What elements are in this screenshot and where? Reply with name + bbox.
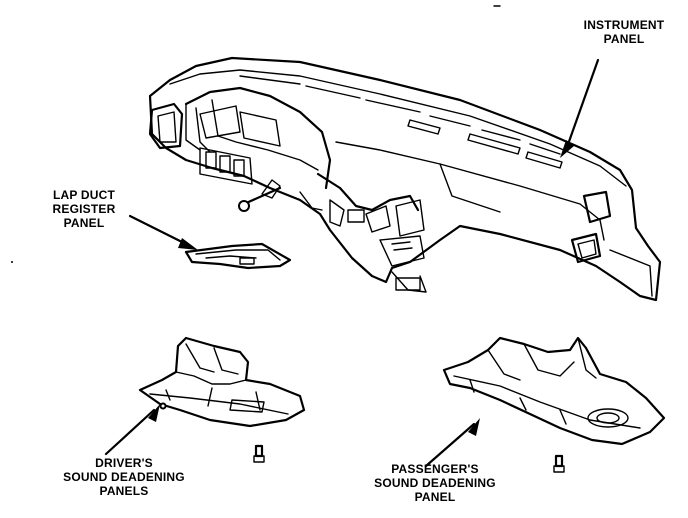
label-passengers-sound-deadening-panel: PASSENGER'S SOUND DEADENING PANEL <box>352 462 518 504</box>
label-line: PASSENGER'S <box>391 462 479 476</box>
label-line: PANELS <box>99 484 149 498</box>
label-line: INSTRUMENT <box>583 18 665 32</box>
label-drivers-sound-deadening-panels: DRIVER'S SOUND DEADENING PANELS <box>44 456 204 498</box>
drivers-fastener <box>253 444 265 463</box>
label-instrument-panel: INSTRUMENT PANEL <box>566 18 682 46</box>
arrow-drivers <box>104 404 160 456</box>
passengers-fastener <box>553 454 565 473</box>
switch-bank <box>199 147 253 185</box>
arrow-lap-duct <box>128 214 198 250</box>
steering-bracket <box>238 179 282 212</box>
arrow-passengers <box>424 418 480 468</box>
arrow-instrument-panel <box>560 58 600 158</box>
label-line: DRIVER'S <box>95 456 153 470</box>
drivers-sound-deadening-panels-part <box>138 336 306 428</box>
label-line: SOUND DEADENING <box>374 476 496 490</box>
defroster-vents <box>239 75 563 169</box>
label-line: LAP DUCT <box>52 188 116 202</box>
label-lap-duct-register-panel: LAP DUCT REGISTER PANEL <box>30 188 138 230</box>
instrument-panel-part <box>148 56 662 302</box>
stray-dot <box>11 261 13 263</box>
lap-duct-register-panel-part <box>184 242 292 270</box>
label-line: SOUND DEADENING <box>63 470 185 484</box>
passengers-sound-deadening-panel-part <box>442 336 666 446</box>
label-line: PANEL <box>603 32 645 46</box>
label-line: PANEL <box>414 490 456 504</box>
label-line: PANEL <box>63 216 105 230</box>
label-line: REGISTER <box>52 202 116 216</box>
